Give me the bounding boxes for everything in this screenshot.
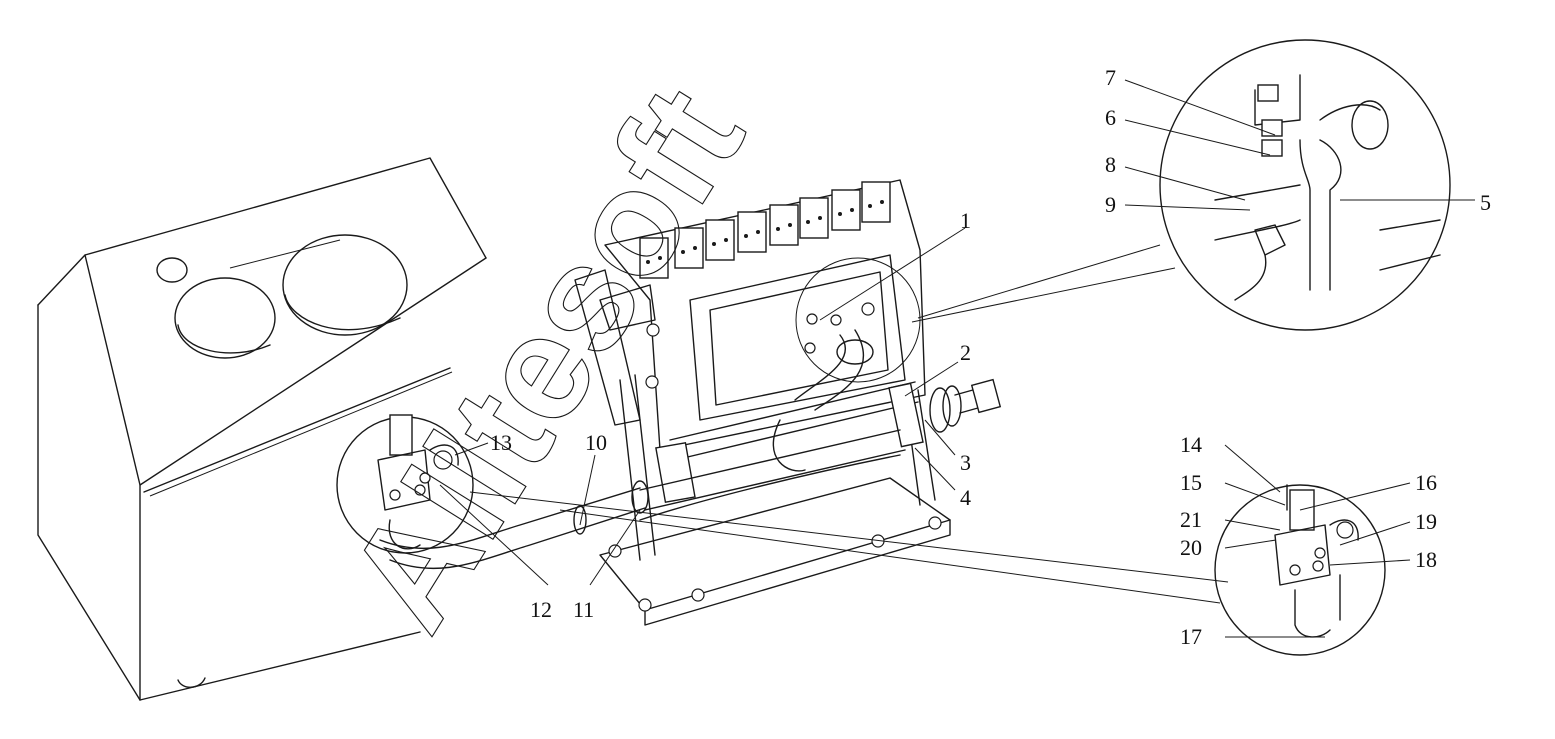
detail-view-right (469, 484, 1386, 656)
callout-18: 18 (1415, 547, 1437, 572)
callout-19: 19 (1415, 509, 1437, 534)
callout-17: 17 (1180, 624, 1202, 649)
callout-2: 2 (960, 340, 971, 365)
callout-labels: 1 2 3 4 5 6 7 8 9 10 11 12 13 14 15 16 1… (490, 65, 1491, 649)
callout-1: 1 (960, 208, 971, 233)
mounting-frame (599, 374, 951, 626)
fuel-line (379, 329, 906, 570)
injection-pump (574, 179, 926, 451)
callout-9: 9 (1105, 192, 1116, 217)
callout-4: 4 (960, 485, 971, 510)
detail-view-left (336, 414, 474, 554)
tank-lid-right (282, 234, 408, 336)
filler-cap (156, 257, 188, 283)
callout-14: 14 (1180, 432, 1202, 457)
tank-lid-left (174, 277, 276, 359)
fuel-tank (37, 157, 487, 701)
callout-11: 11 (573, 597, 594, 622)
callout-20: 20 (1180, 535, 1202, 560)
callout-6: 6 (1105, 105, 1116, 130)
callout-8: 8 (1105, 152, 1116, 177)
callout-13: 13 (490, 430, 512, 455)
detail-view-upper (795, 39, 1451, 383)
filter-pipe-assembly (655, 378, 1002, 503)
callout-5: 5 (1480, 190, 1491, 215)
leader-lines (439, 79, 1475, 638)
callout-7: 7 (1105, 65, 1116, 90)
callout-21: 21 (1180, 507, 1202, 532)
callout-3: 3 (960, 450, 971, 475)
callout-15: 15 (1180, 470, 1202, 495)
pump-elements (639, 181, 891, 279)
watermark: Alltesoft (315, 59, 775, 657)
callout-10: 10 (585, 430, 607, 455)
callout-12: 12 (530, 597, 552, 622)
callout-16: 16 (1415, 470, 1437, 495)
